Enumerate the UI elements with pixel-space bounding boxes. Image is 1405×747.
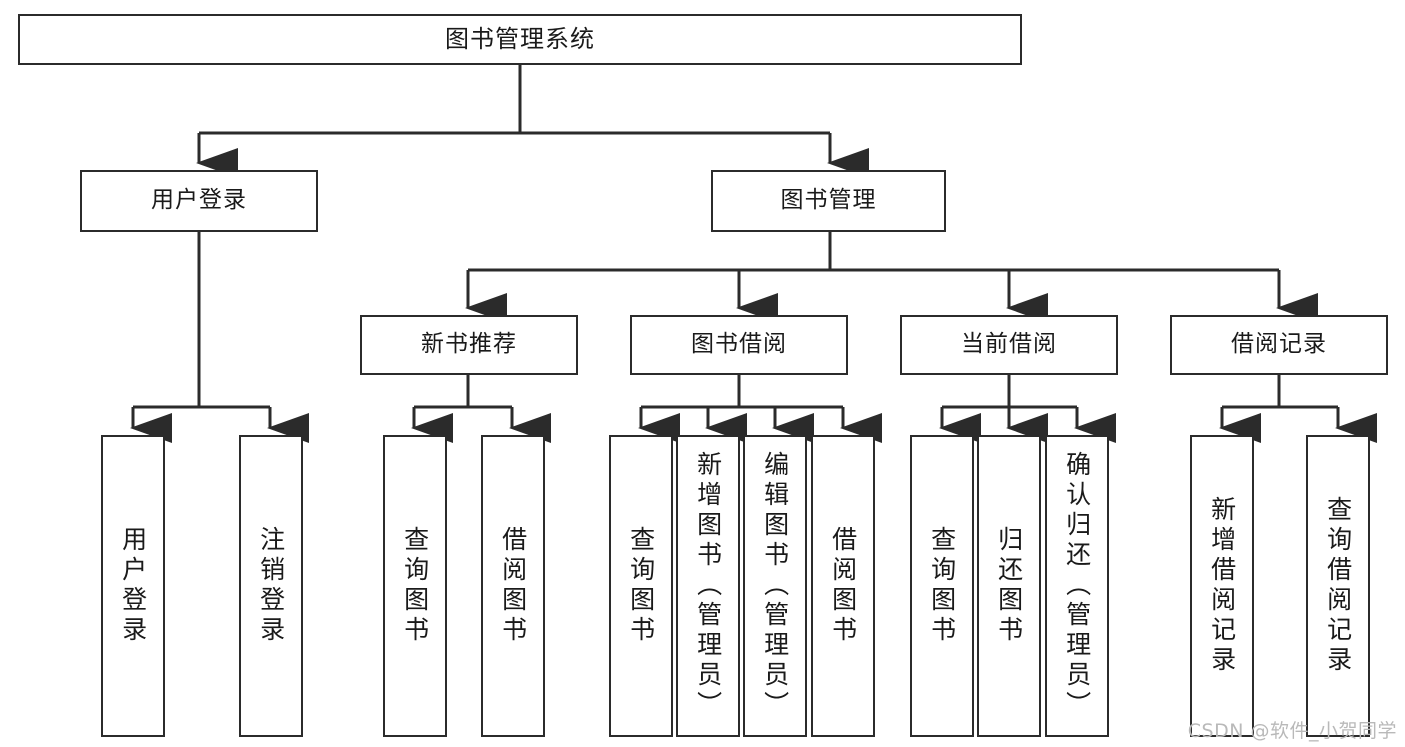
node-label: 注销登录 — [256, 526, 286, 646]
node-label: 查询图书 — [927, 526, 957, 646]
node-label: 借阅图书 — [828, 526, 858, 646]
node-label: 查询借阅记录 — [1323, 496, 1353, 676]
node-label: 图书借阅 — [691, 331, 787, 358]
node-label: 归还图书 — [994, 526, 1024, 646]
leaf-current-borrow-confirm-return[interactable]: 确认归还（管理员） — [1045, 435, 1109, 737]
node-label: 新增图书（管理员） — [693, 451, 723, 721]
node-label: 用户登录 — [118, 526, 148, 646]
watermark-text: CSDN @软件_小贺同学 — [1187, 720, 1397, 742]
node-label: 新增借阅记录 — [1207, 496, 1237, 676]
node-current-borrow[interactable]: 当前借阅 — [900, 315, 1118, 375]
leaf-current-borrow-return[interactable]: 归还图书 — [977, 435, 1041, 737]
node-label: 图书管理 — [780, 187, 877, 214]
node-label: 编辑图书（管理员） — [760, 451, 790, 721]
leaf-user-login-login[interactable]: 用户登录 — [101, 435, 165, 737]
node-label: 图书管理系统 — [445, 25, 595, 54]
leaf-book-borrow-borrow[interactable]: 借阅图书 — [811, 435, 875, 737]
node-label: 当前借阅 — [961, 331, 1057, 358]
node-label: 查询图书 — [400, 526, 430, 646]
node-label: 查询图书 — [626, 526, 656, 646]
node-borrow-record[interactable]: 借阅记录 — [1170, 315, 1388, 375]
node-root-system[interactable]: 图书管理系统 — [18, 14, 1022, 65]
node-label: 用户登录 — [151, 187, 247, 214]
node-label: 确认归还（管理员） — [1062, 451, 1092, 721]
leaf-book-borrow-add[interactable]: 新增图书（管理员） — [676, 435, 740, 737]
node-user-login[interactable]: 用户登录 — [80, 170, 318, 232]
node-label: 借阅记录 — [1231, 331, 1327, 358]
leaf-new-book-query[interactable]: 查询图书 — [383, 435, 447, 737]
leaf-current-borrow-query[interactable]: 查询图书 — [910, 435, 974, 737]
leaf-borrow-record-add[interactable]: 新增借阅记录 — [1190, 435, 1254, 737]
node-new-book-recommend[interactable]: 新书推荐 — [360, 315, 578, 375]
leaf-borrow-record-query[interactable]: 查询借阅记录 — [1306, 435, 1370, 737]
leaf-book-borrow-query[interactable]: 查询图书 — [609, 435, 673, 737]
leaf-new-book-borrow[interactable]: 借阅图书 — [481, 435, 545, 737]
leaf-user-login-logout[interactable]: 注销登录 — [239, 435, 303, 737]
node-book-borrow[interactable]: 图书借阅 — [630, 315, 848, 375]
leaf-book-borrow-edit[interactable]: 编辑图书（管理员） — [743, 435, 807, 737]
node-label: 新书推荐 — [421, 331, 517, 358]
node-book-management[interactable]: 图书管理 — [711, 170, 946, 232]
node-label: 借阅图书 — [498, 526, 528, 646]
